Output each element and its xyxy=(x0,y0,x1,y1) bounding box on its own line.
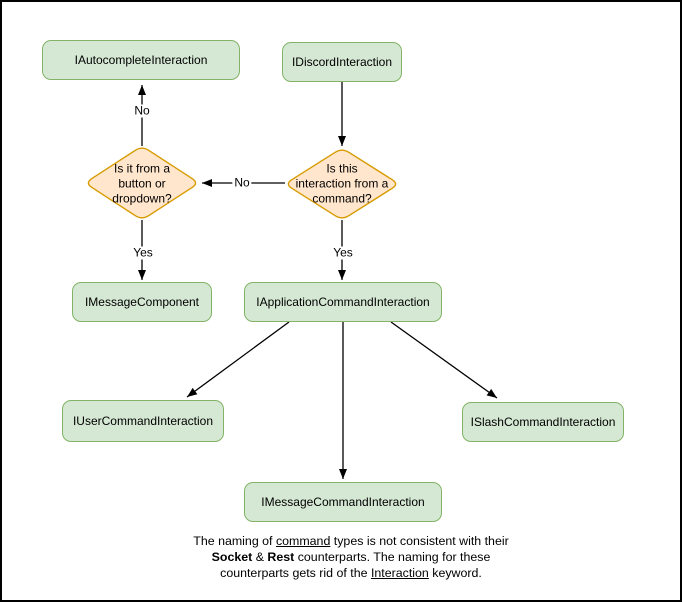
node-message-command-interaction-label: IMessageCommandInteraction xyxy=(261,494,425,509)
edge-label-no-vertical: No xyxy=(132,103,152,118)
node-message-command-interaction: IMessageCommandInteraction xyxy=(244,482,442,522)
node-user-command-interaction-label: IUserCommandInteraction xyxy=(72,413,214,428)
footnote-line-1: The naming of command types is not consi… xyxy=(193,534,509,548)
node-slash-command-interaction: ISlashCommandInteraction xyxy=(462,402,624,442)
edge-label-yes-right: Yes xyxy=(331,245,355,260)
bold-rest: Rest xyxy=(267,550,295,564)
node-discord-interaction-label: IDiscordInteraction xyxy=(291,54,393,69)
node-autocomplete-interaction: IAutocompleteInteraction xyxy=(42,40,240,80)
footnote-line-2: Socket & Rest counterparts. The naming f… xyxy=(211,550,491,564)
node-slash-command-interaction-label: ISlashCommandInteraction xyxy=(470,414,616,429)
bold-socket: Socket xyxy=(211,550,253,564)
footnote: The naming of command types is not consi… xyxy=(171,533,531,581)
footnote-line-3: counterparts gets rid of the Interaction… xyxy=(220,566,482,580)
edge-application-to-user-command xyxy=(186,321,290,398)
node-message-component: IMessageComponent xyxy=(72,282,212,322)
edge-label-no-horizontal: No xyxy=(232,175,252,190)
node-user-command-interaction: IUserCommandInteraction xyxy=(62,400,224,442)
node-message-component-label: IMessageComponent xyxy=(84,294,200,309)
decision-button-dropdown-label: Is it from a button or dropdown? xyxy=(112,161,172,206)
underlined-interaction: Interaction xyxy=(370,566,429,580)
edge-application-to-slash-command xyxy=(390,321,498,399)
node-discord-interaction: IDiscordInteraction xyxy=(282,42,402,82)
edge-label-yes-left: Yes xyxy=(131,245,155,260)
node-autocomplete-interaction-label: IAutocompleteInteraction xyxy=(74,52,208,67)
node-application-command-interaction: IApplicationCommandInteraction xyxy=(244,282,442,322)
node-application-command-interaction-label: IApplicationCommandInteraction xyxy=(256,294,430,309)
underlined-command: command xyxy=(275,534,331,548)
decision-from-command-label: Is this interaction from a command? xyxy=(295,161,389,206)
